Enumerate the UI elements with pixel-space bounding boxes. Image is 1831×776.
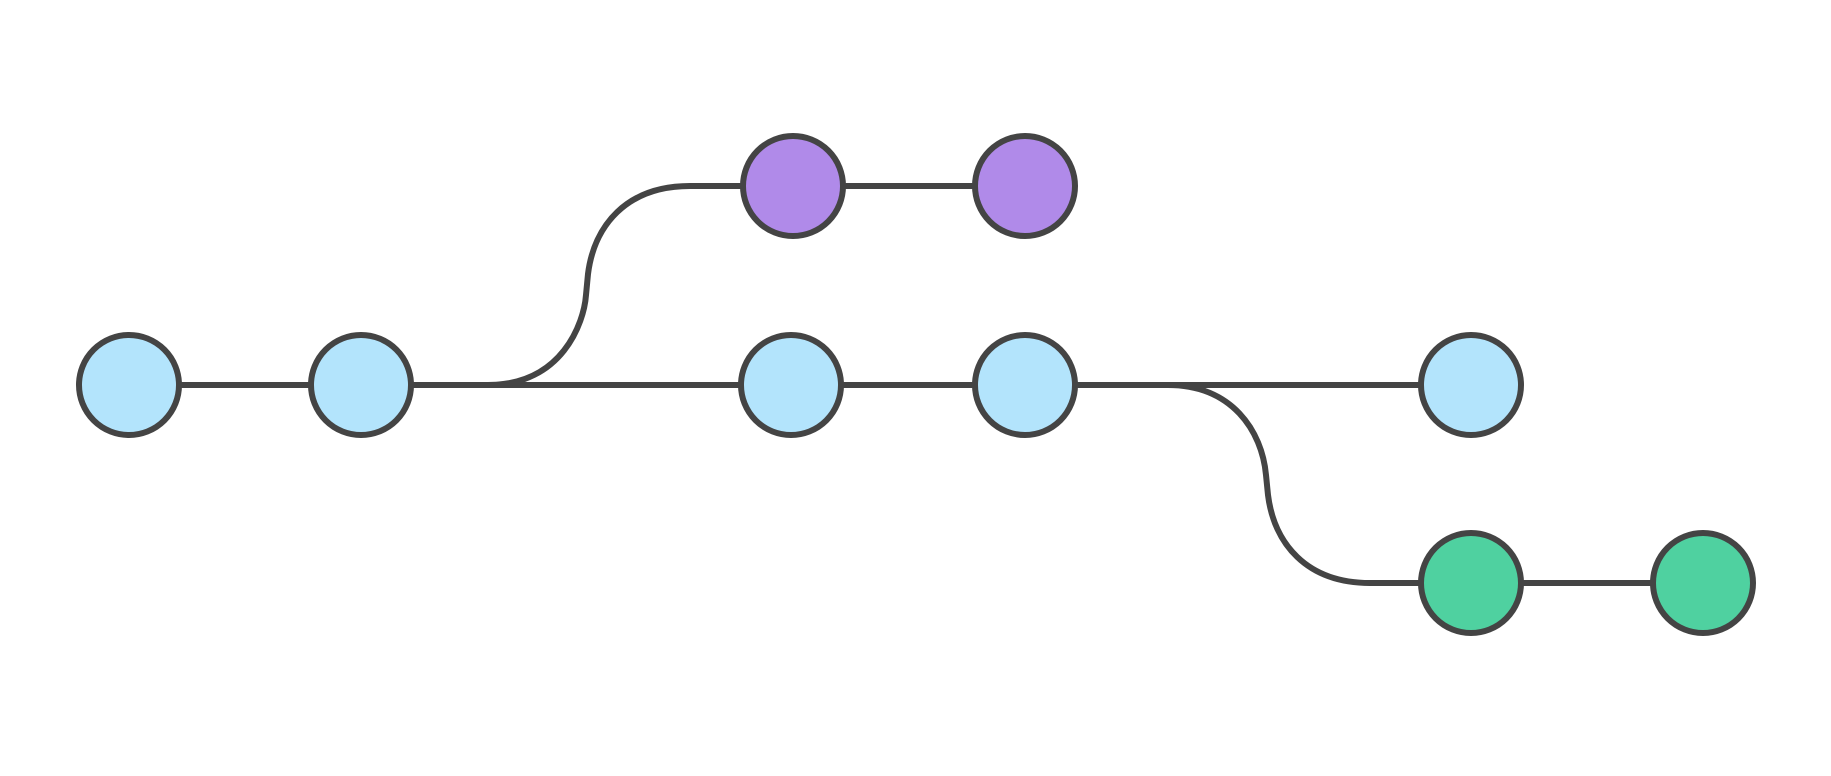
branch-down-commit-1	[1418, 530, 1524, 636]
branch-up-commit-2	[972, 133, 1078, 239]
main-commit-3	[738, 332, 844, 438]
main-commit-4	[972, 332, 1078, 438]
main-commit-1	[76, 332, 182, 438]
edge-branch-down-fork	[1167, 382, 1421, 586]
branch-down-commit-2	[1650, 530, 1756, 636]
main-commit-2	[308, 332, 414, 438]
edge-branch-up-fork	[487, 183, 743, 388]
branch-up-commit-1	[740, 133, 846, 239]
nodes	[76, 133, 1756, 636]
main-commit-5	[1418, 332, 1524, 438]
edges	[179, 183, 1653, 586]
